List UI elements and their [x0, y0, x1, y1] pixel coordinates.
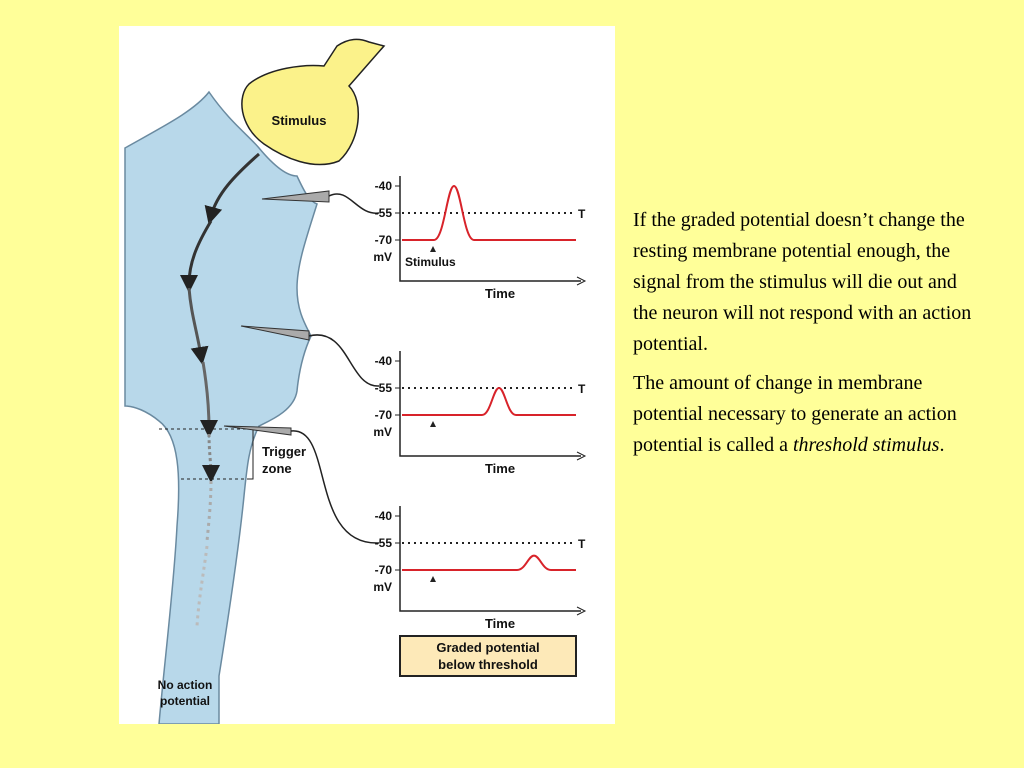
caption-line2: below threshold: [438, 657, 538, 672]
y-tick-label: -40: [375, 509, 393, 523]
time-arrowhead: [576, 606, 587, 616]
stimulus-marker-label: Stimulus: [405, 255, 456, 269]
explanation-paragraph-1: If the graded potential doesn’t change t…: [633, 209, 972, 355]
stimulus-marker: [430, 421, 436, 427]
graph-axes: [399, 506, 581, 612]
membrane-potential-trace: [402, 386, 576, 416]
paragraph-2-prefix: The amount of change in membrane potenti…: [633, 372, 957, 456]
membrane-potential-trace: [402, 184, 576, 241]
membrane-potential-trace: [402, 554, 576, 571]
y-unit-label: mV: [373, 425, 392, 439]
time-axis-label: Time: [485, 461, 515, 476]
graph-3: -40 -55 -70 mV T Time: [373, 506, 587, 631]
neuron-body: [124, 90, 318, 724]
graph-axes: [399, 176, 581, 282]
stimulus-marker: [430, 576, 436, 582]
y-unit-label: mV: [373, 580, 392, 594]
stimulus-cell: [241, 38, 386, 166]
signal-arrows: [180, 152, 260, 627]
time-axis-label: Time: [485, 616, 515, 631]
y-tick-label: -70: [375, 233, 393, 247]
y-tick-label: -40: [375, 179, 393, 193]
y-unit-label: mV: [373, 250, 392, 264]
electrodes: [223, 190, 380, 544]
caption-line1: Graded potential: [436, 640, 539, 655]
neuron-diagram: Stimulus Trigger zone: [124, 38, 587, 724]
trigger-zone: Trigger zone: [159, 428, 306, 480]
threshold-stimulus-term: threshold stimulus: [792, 434, 940, 456]
paragraph-2-suffix: .: [939, 434, 945, 456]
trigger-label-line2: zone: [262, 461, 292, 476]
trigger-label-line1: Trigger: [262, 444, 306, 459]
time-arrowhead: [576, 276, 587, 286]
explanation-panel: If the graded potential doesn’t change t…: [633, 205, 983, 469]
caption-box: Graded potential below threshold: [399, 635, 577, 677]
y-tick-label: -55: [375, 381, 393, 395]
threshold-label: T: [578, 207, 586, 221]
time-axis-label: Time: [485, 286, 515, 301]
threshold-label: T: [578, 382, 586, 396]
threshold-label: T: [578, 537, 586, 551]
stimulus-label: Stimulus: [272, 113, 327, 128]
time-arrowhead: [576, 451, 587, 461]
y-tick-label: -70: [375, 563, 393, 577]
no-action-label-line1: No action: [158, 678, 213, 692]
stimulus-marker: [430, 246, 436, 252]
y-tick-label: -55: [375, 536, 393, 550]
y-tick-label: -70: [375, 408, 393, 422]
neuron-figure: Stimulus Trigger zone: [119, 26, 615, 724]
explanation-paragraph-2: The amount of change in membrane potenti…: [633, 368, 983, 461]
y-tick-label: -55: [375, 206, 393, 220]
graph-2: -40 -55 -70 mV T Time: [373, 351, 587, 476]
y-tick-label: -40: [375, 354, 393, 368]
no-action-label-line2: potential: [160, 694, 210, 708]
graph-axes: [399, 351, 581, 457]
